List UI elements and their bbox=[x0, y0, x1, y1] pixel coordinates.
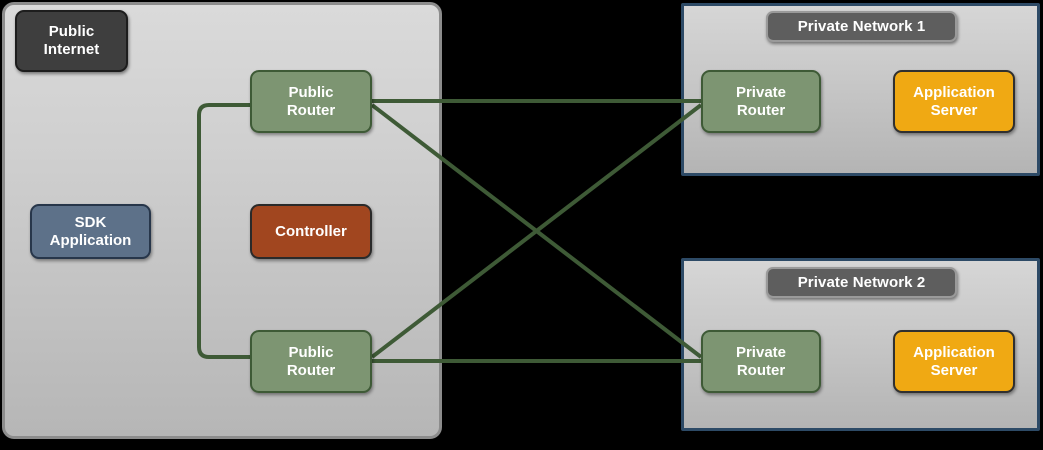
link-public-router-1-to-public-router-2 bbox=[197, 103, 250, 359]
node-public-router-1-line2: Router bbox=[286, 101, 336, 119]
node-public-router-2[interactable]: Public Router bbox=[250, 330, 372, 393]
node-application-server-1-line1: Application bbox=[913, 83, 995, 101]
zone-badge-private-network-2: Private Network 2 bbox=[766, 267, 957, 298]
node-public-router-2-line1: Public bbox=[288, 343, 334, 361]
node-public-router-1[interactable]: Public Router bbox=[250, 70, 372, 133]
zone-badge-public-internet: Public Internet bbox=[15, 10, 128, 72]
node-private-router-1-line1: Private bbox=[735, 83, 787, 101]
node-sdk-application[interactable]: SDK Application bbox=[30, 204, 151, 259]
node-controller[interactable]: Controller bbox=[250, 204, 372, 259]
node-private-router-2-line2: Router bbox=[736, 361, 786, 379]
zone-badge-public-internet-line2: Internet bbox=[43, 41, 100, 58]
node-private-router-1[interactable]: Private Router bbox=[701, 70, 821, 133]
node-private-router-2-line1: Private bbox=[735, 343, 787, 361]
node-application-server-2[interactable]: Application Server bbox=[893, 330, 1015, 393]
zone-badge-private-network-2-label: Private Network 2 bbox=[797, 273, 926, 291]
node-public-router-1-line1: Public bbox=[288, 83, 334, 101]
link-public-router-2-to-private-router-1 bbox=[370, 103, 703, 359]
node-application-server-2-line2: Server bbox=[930, 361, 978, 379]
node-application-server-2-line1: Application bbox=[913, 343, 995, 361]
node-sdk-application-line1: SDK bbox=[74, 213, 107, 231]
zone-badge-private-network-1: Private Network 1 bbox=[766, 11, 957, 42]
node-sdk-application-line2: Application bbox=[49, 231, 132, 249]
node-private-router-1-line2: Router bbox=[736, 101, 786, 119]
node-application-server-1-line2: Server bbox=[930, 101, 978, 119]
zone-badge-public-internet-line1: Public bbox=[48, 23, 95, 41]
node-application-server-1[interactable]: Application Server bbox=[893, 70, 1015, 133]
node-public-router-2-line2: Router bbox=[286, 361, 336, 379]
node-controller-label: Controller bbox=[275, 222, 347, 240]
node-private-router-2[interactable]: Private Router bbox=[701, 330, 821, 393]
zone-badge-private-network-1-label: Private Network 1 bbox=[797, 17, 926, 35]
